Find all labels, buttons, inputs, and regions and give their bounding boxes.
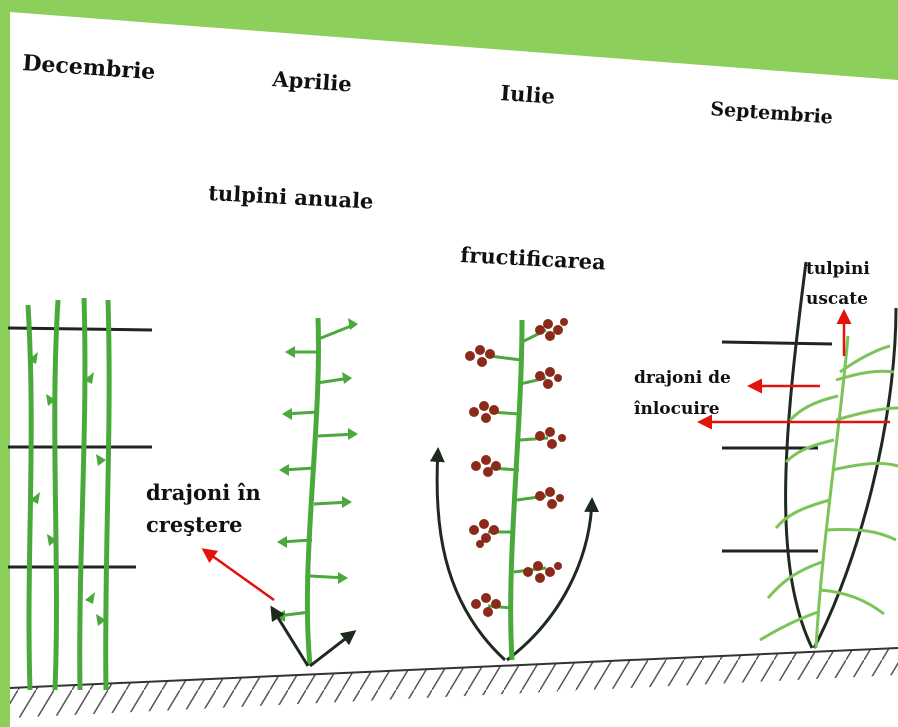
label-growing-suckers-line2: creştere (146, 512, 243, 537)
label-growing-suckers-line1: drajoni în (146, 480, 261, 505)
label-replacement-suckers-line1: drajoni de (634, 368, 731, 388)
month-label-july: Iulie (500, 80, 556, 109)
label-dry-stems-line2: uscate (806, 289, 868, 309)
label-replacement-suckers-line2: înlocuire (634, 399, 720, 419)
label-dry-stems-line1: tulpini (806, 259, 870, 279)
